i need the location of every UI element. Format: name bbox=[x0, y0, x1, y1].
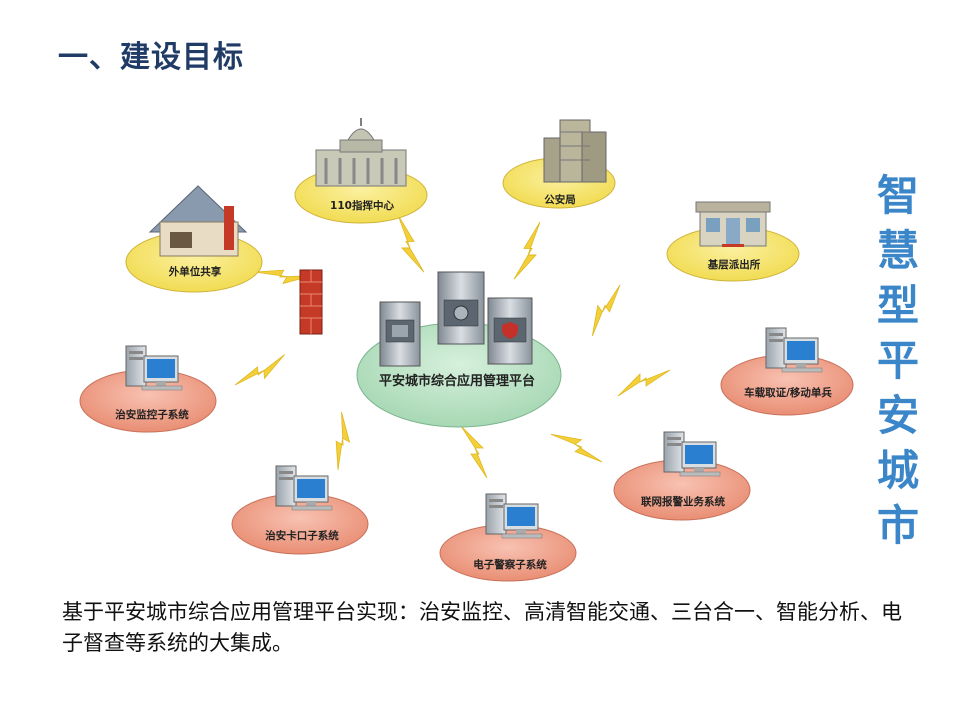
server-icon bbox=[379, 301, 421, 367]
side-title-char: 慧 bbox=[876, 226, 919, 275]
node-label-vehicle-evidence: 车载取证/移动单兵 bbox=[744, 386, 832, 399]
node-label-security-monitoring: 治安监控子系统 bbox=[115, 408, 189, 421]
side-title-char: 平 bbox=[876, 336, 919, 385]
node-label-command-center: 110指挥中心 bbox=[330, 199, 394, 212]
page-title: 一、建设目标 bbox=[58, 40, 244, 75]
side-title: 智 慧 型 平 安 城 市 bbox=[870, 168, 926, 553]
node-command-center: 110指挥中心 bbox=[294, 118, 428, 224]
side-title-char: 智 bbox=[876, 171, 919, 220]
node-external-sharing: 外单位共享 bbox=[125, 185, 263, 293]
node-checkpoint: 治安卡口子系统 bbox=[231, 465, 369, 555]
side-title-char: 型 bbox=[876, 281, 919, 330]
node-police-bureau: 公安局 bbox=[502, 119, 616, 209]
side-title-char: 安 bbox=[876, 391, 919, 440]
government-building-icon bbox=[315, 118, 407, 187]
node-vehicle-evidence: 车载取证/移动单兵 bbox=[720, 327, 854, 416]
firewall-icon bbox=[299, 269, 323, 335]
node-security-monitoring: 治安监控子系统 bbox=[79, 345, 217, 433]
server-icon bbox=[437, 271, 485, 345]
node-electronic-police: 电子警察子系统 bbox=[439, 493, 577, 582]
node-label-external-sharing: 外单位共享 bbox=[168, 265, 222, 278]
node-label-electronic-police: 电子警察子系统 bbox=[473, 558, 547, 571]
node-label-police-bureau: 公安局 bbox=[544, 193, 576, 206]
caption-text: 基于平安城市综合应用管理平台实现：治安监控、高清智能交通、三台合一、智能分析、电… bbox=[62, 600, 902, 655]
center-platform: 平安城市综合应用管理平台 bbox=[356, 271, 562, 428]
station-building-icon bbox=[695, 201, 771, 247]
node-label-checkpoint: 治安卡口子系统 bbox=[265, 529, 339, 542]
node-alarm-system: 联网报警业务系统 bbox=[613, 431, 751, 521]
node-label-alarm-system: 联网报警业务系统 bbox=[641, 495, 725, 508]
node-police-station: 基层派出所 bbox=[666, 201, 800, 282]
side-title-char: 城 bbox=[876, 446, 919, 495]
server-icon bbox=[487, 297, 533, 365]
node-label-police-station: 基层派出所 bbox=[707, 258, 761, 271]
house-icon bbox=[148, 185, 248, 257]
center-label: 平安城市综合应用管理平台 bbox=[379, 373, 535, 389]
office-building-icon bbox=[543, 119, 607, 183]
side-title-char: 市 bbox=[876, 501, 919, 550]
